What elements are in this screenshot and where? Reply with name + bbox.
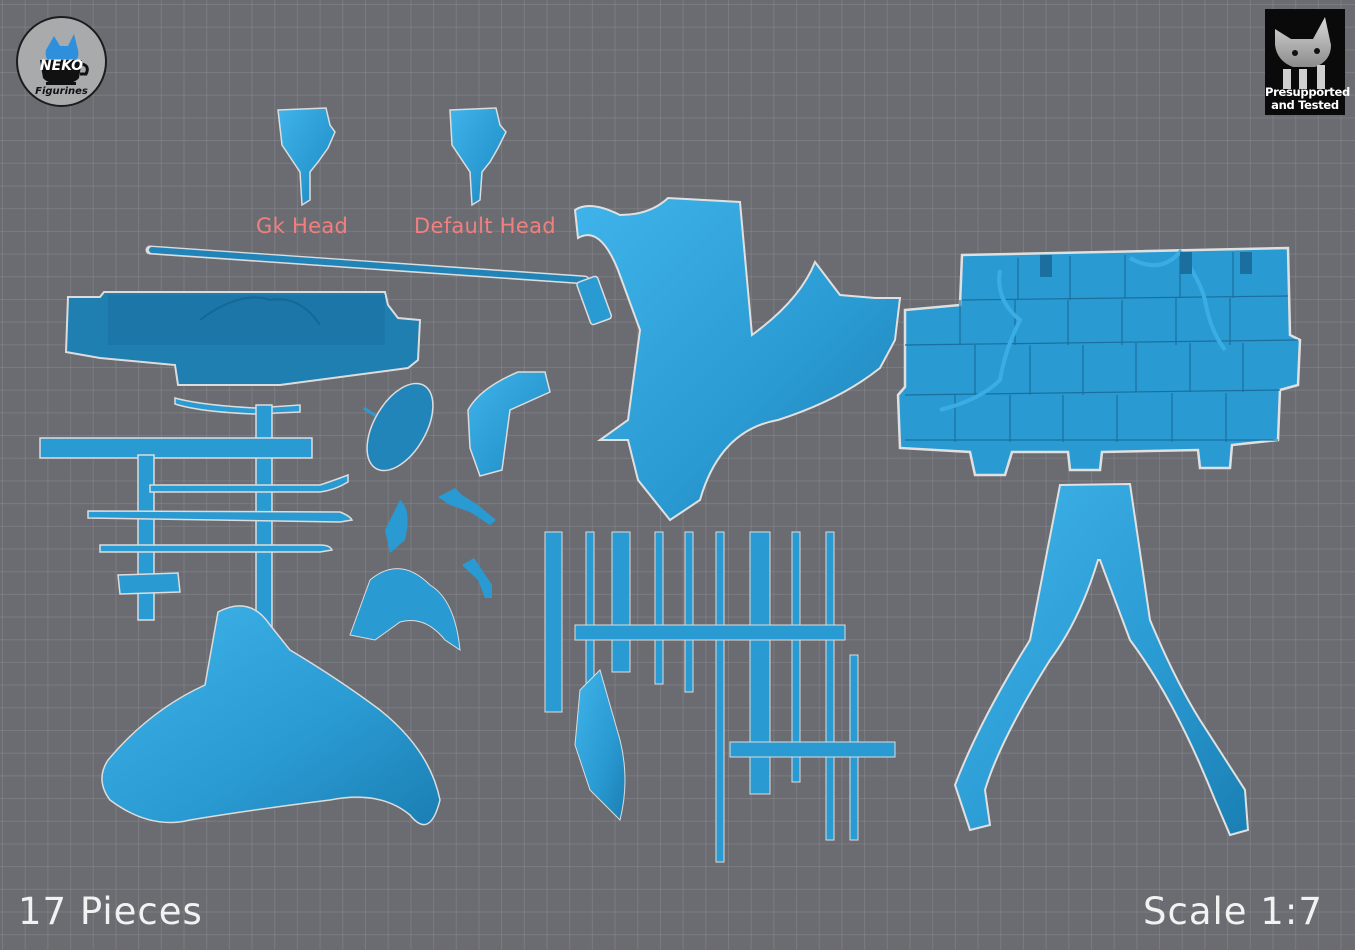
fence-rails-part [544, 531, 896, 863]
gk-head-label: Gk Head [256, 214, 349, 238]
disc-part [363, 382, 434, 472]
brick-wall-part [896, 246, 1302, 477]
badge-text: Presupported and Tested [1265, 85, 1350, 112]
default-head-part [449, 107, 507, 207]
default-head-label: Default Head [414, 214, 556, 238]
wood-frame-part [39, 397, 354, 641]
scale-label: Scale 1:7 [1143, 890, 1323, 933]
logo-title: NEKO [39, 58, 84, 74]
logo-subtitle: Figurines [35, 86, 88, 97]
badge-line-1: Presupported [1265, 85, 1350, 99]
piece-count: 17 Pieces [18, 890, 203, 933]
presupported-badge: Presupported and Tested [1265, 9, 1350, 115]
coat-torso-part [573, 196, 902, 522]
badge-line-2: and Tested [1271, 98, 1339, 112]
neko-figurines-logo: NEKO Figurines [16, 16, 107, 107]
hands-part [385, 488, 496, 598]
brush-rod-part [145, 245, 613, 326]
bent-arm-part [467, 371, 551, 477]
bangs-hair-part [349, 568, 461, 652]
long-hair-part [101, 605, 441, 826]
upper-stone-ledge-part [64, 291, 422, 386]
cat-in-cup-icon [40, 34, 89, 85]
pants-part [953, 482, 1250, 837]
gk-head-part [277, 107, 336, 207]
cat-supports-icon [1275, 17, 1331, 89]
